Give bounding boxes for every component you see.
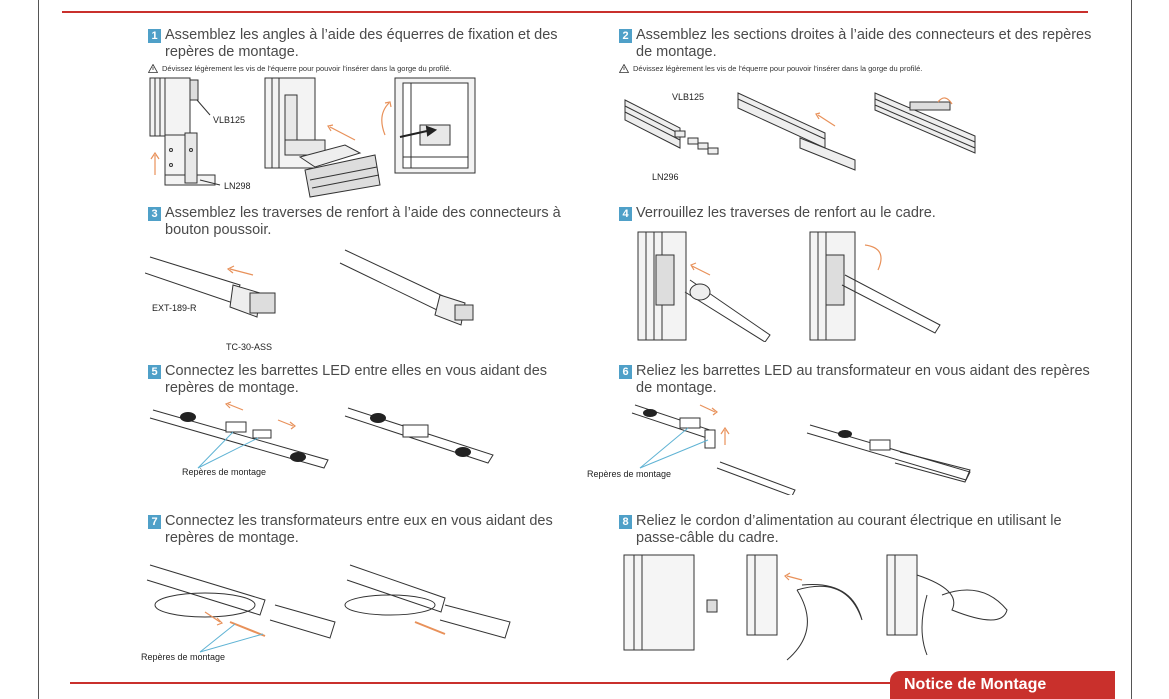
step-1-text: Assemblez les angles à l’aide des équerr…: [165, 27, 558, 60]
step-5-illustration: [149, 401, 494, 469]
step-7-title: 7 Connectez les transformateurs entre eu…: [148, 513, 568, 547]
label-tc-30-ass: TC-30-ASS: [226, 342, 273, 352]
step-6: 6 Reliez les barrettes LED au transforma…: [619, 363, 1099, 397]
bottom-red-rule: [70, 682, 892, 684]
step-4-text: Verrouillez les traverses de renfort au …: [636, 205, 936, 221]
step-4-number: 4: [619, 207, 632, 221]
step-3-title: 3 Assemblez les traverses de renfort à l…: [148, 205, 568, 239]
label-vlb125-step1: VLB125: [213, 115, 246, 125]
step-1-warning-text: Dévissez légèrement les vis de l’équerre…: [162, 64, 452, 73]
label-ln296: LN296: [652, 172, 679, 182]
step-3: 3 Assemblez les traverses de renfort à l…: [148, 205, 568, 239]
warning-icon: [619, 64, 629, 73]
label-ln298: LN298: [224, 181, 251, 191]
step-1-illustration: [149, 77, 476, 198]
top-red-rule: [62, 11, 1088, 13]
step-1-title: 1 Assemblez les angles à l’aide des éque…: [148, 27, 568, 61]
step-3-text: Assemblez les traverses de renfort à l’a…: [165, 205, 561, 238]
step-6-illustration: [631, 404, 971, 495]
step-2-number: 2: [619, 29, 632, 43]
step-4-illustration: [637, 231, 941, 342]
step-2: 2 Assemblez les sections droites à l’aid…: [619, 27, 1099, 73]
step-8-illustration: [623, 554, 1008, 661]
step-5-number: 5: [148, 365, 161, 379]
step-4: 4 Verrouillez les traverses de renfort a…: [619, 205, 1099, 222]
warning-icon: [148, 64, 158, 73]
step-4-title: 4 Verrouillez les traverses de renfort a…: [619, 205, 1099, 222]
right-margin-line: [1131, 0, 1132, 699]
left-margin-line: [38, 0, 39, 699]
step-5: 5 Connectez les barrettes LED entre elle…: [148, 363, 568, 397]
step-1: 1 Assemblez les angles à l’aide des éque…: [148, 27, 568, 73]
label-ext-189-r: EXT-189-R: [152, 303, 197, 313]
step-5-text: Connectez les barrettes LED entre elles …: [165, 363, 548, 396]
step-8-text: Reliez le cordon d’alimentation au coura…: [636, 513, 1062, 546]
footer-title-tab: Notice de Montage: [890, 671, 1115, 699]
step-2-warning: Dévissez légèrement les vis de l’équerre…: [619, 64, 1099, 73]
step-3-illustration: [145, 249, 474, 326]
step-6-number: 6: [619, 365, 632, 379]
step-7: 7 Connectez les transformateurs entre eu…: [148, 513, 568, 547]
step-7-illustration: [146, 564, 511, 653]
step-1-number: 1: [148, 29, 161, 43]
label-vlb125-step2: VLB125: [672, 92, 705, 102]
label-reperes-step7: Repères de montage: [141, 652, 226, 662]
step-5-title: 5 Connectez les barrettes LED entre elle…: [148, 363, 568, 397]
step-3-number: 3: [148, 207, 161, 221]
step-7-text: Connectez les transformateurs entre eux …: [165, 513, 553, 546]
step-2-warning-text: Dévissez légèrement les vis de l’équerre…: [633, 64, 923, 73]
step-1-warning: Dévissez légèrement les vis de l’équerre…: [148, 64, 568, 73]
label-reperes-step6: Repères de montage: [587, 469, 672, 479]
label-reperes-step5: Repères de montage: [182, 467, 267, 477]
step-2-title: 2 Assemblez les sections droites à l’aid…: [619, 27, 1099, 61]
step-2-illustration: [624, 92, 976, 171]
step-6-title: 6 Reliez les barrettes LED au transforma…: [619, 363, 1099, 397]
step-8-number: 8: [619, 515, 632, 529]
step-8: 8 Reliez le cordon d’alimentation au cou…: [619, 513, 1099, 547]
step-2-text: Assemblez les sections droites à l’aide …: [636, 27, 1092, 60]
step-6-text: Reliez les barrettes LED au transformate…: [636, 363, 1090, 396]
step-8-title: 8 Reliez le cordon d’alimentation au cou…: [619, 513, 1099, 547]
step-7-number: 7: [148, 515, 161, 529]
